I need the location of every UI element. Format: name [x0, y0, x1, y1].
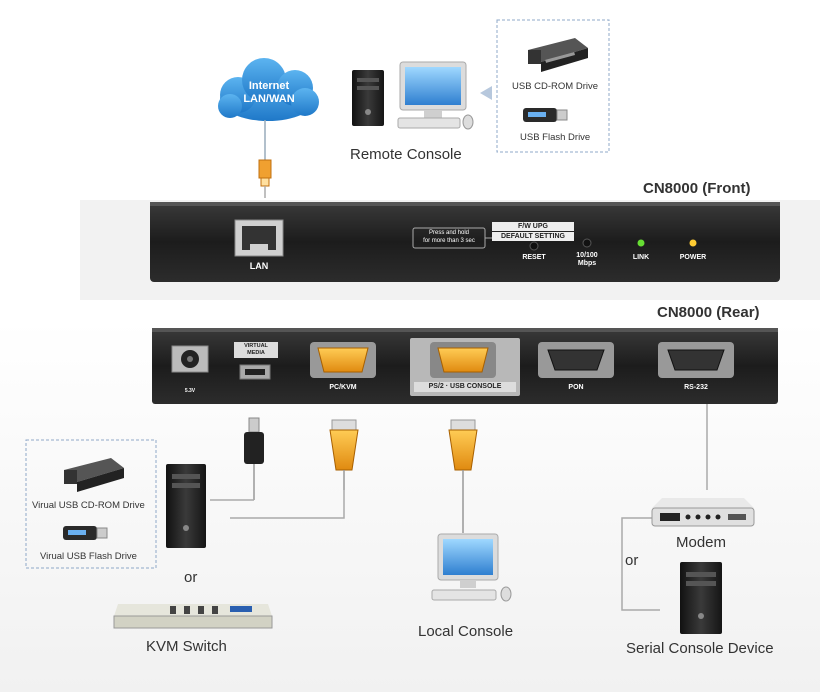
virtual-media-line1: VIRTUAL: [244, 343, 268, 349]
cdrom-drive-icon: [528, 38, 588, 72]
remote-flash-label: USB Flash Drive: [520, 132, 591, 143]
kvm-line: [230, 490, 345, 519]
front-title: CN8000 (Front): [643, 180, 751, 197]
vga-cable-pc-kvm-icon: [329, 419, 359, 490]
rj45-plug-icon: [258, 159, 272, 198]
serial-tower-icon: [680, 562, 722, 634]
cloud-icon: [218, 58, 319, 121]
link-led: [637, 239, 645, 247]
flash-drive-icon: [523, 108, 568, 122]
default-setting-label: DEFAULT SETTING: [500, 233, 566, 240]
voltage-label: 5.3V: [184, 388, 196, 394]
rear-panel: [152, 328, 778, 404]
virtual-cdrom-label: Virual USB CD-ROM Drive: [32, 500, 145, 511]
remote-monitor-icon: [397, 61, 474, 130]
kvm-switch-label: KVM Switch: [146, 638, 227, 655]
press-hold-line2: for more than 3 sec: [423, 238, 475, 244]
local-console-label: Local Console: [418, 623, 514, 640]
modem-label: Modem: [676, 534, 727, 551]
link-label: LINK: [632, 254, 650, 261]
press-hold-line1: Press and hold: [428, 230, 470, 236]
console-port: [437, 347, 489, 373]
pc-tower-icon: [166, 464, 206, 548]
modem-icon: [651, 498, 755, 527]
serial-device-label: Serial Console Device: [626, 640, 774, 657]
console-label: PS/2 · USB CONSOLE: [428, 383, 502, 390]
rs232-label: RS-232: [684, 384, 708, 391]
virtual-media-port-label: VIRTUAL MEDIA: [234, 343, 278, 357]
speed-label: 10/100 Mbps: [567, 252, 607, 268]
kvm-switch-icon: [113, 604, 273, 629]
virtual-flash-icon: [63, 526, 108, 540]
speed-line2: Mbps: [577, 260, 597, 267]
press-hold-label: Press and hold for more than 3 sec: [413, 229, 485, 245]
cloud-label-line2: LAN/WAN: [243, 93, 295, 105]
front-lan-label: LAN: [249, 261, 269, 271]
usb-cable-connector-icon: [244, 417, 264, 500]
virtual-flash-label: Virual USB Flash Drive: [40, 551, 137, 562]
front-panel: [150, 202, 780, 282]
virtual-media-line2: MEDIA: [247, 350, 265, 356]
vga-cable-console-icon: [448, 419, 478, 533]
remote-tower-icon: [352, 70, 384, 126]
rear-title: CN8000 (Rear): [657, 304, 760, 321]
remote-cdrom-label: USB CD-ROM Drive: [512, 81, 599, 92]
virtual-cdrom-icon: [64, 458, 124, 492]
reset-label: RESET: [522, 254, 546, 261]
or-left-label: or: [184, 569, 198, 586]
power-label: POWER: [679, 254, 707, 261]
arrow-left-icon: [480, 86, 492, 100]
virtual-media-box: [25, 439, 157, 569]
pc-kvm-label: PC/KVM: [329, 384, 357, 391]
pon-label: PON: [568, 384, 584, 391]
remote-media-box: [496, 19, 610, 153]
power-led: [689, 239, 697, 247]
reset-button: [529, 241, 539, 251]
speed-line1: 10/100: [576, 252, 598, 259]
fw-upg-label: F/W UPG: [518, 223, 548, 230]
speed-led: [582, 238, 592, 248]
cloud-label: Internet LAN/WAN: [235, 80, 303, 106]
cloud-label-line1: Internet: [248, 80, 290, 92]
modem-branch-line: [621, 517, 660, 611]
remote-console-label: Remote Console: [350, 146, 462, 163]
or-right-label: or: [625, 552, 639, 569]
local-monitor-icon: [431, 533, 512, 602]
